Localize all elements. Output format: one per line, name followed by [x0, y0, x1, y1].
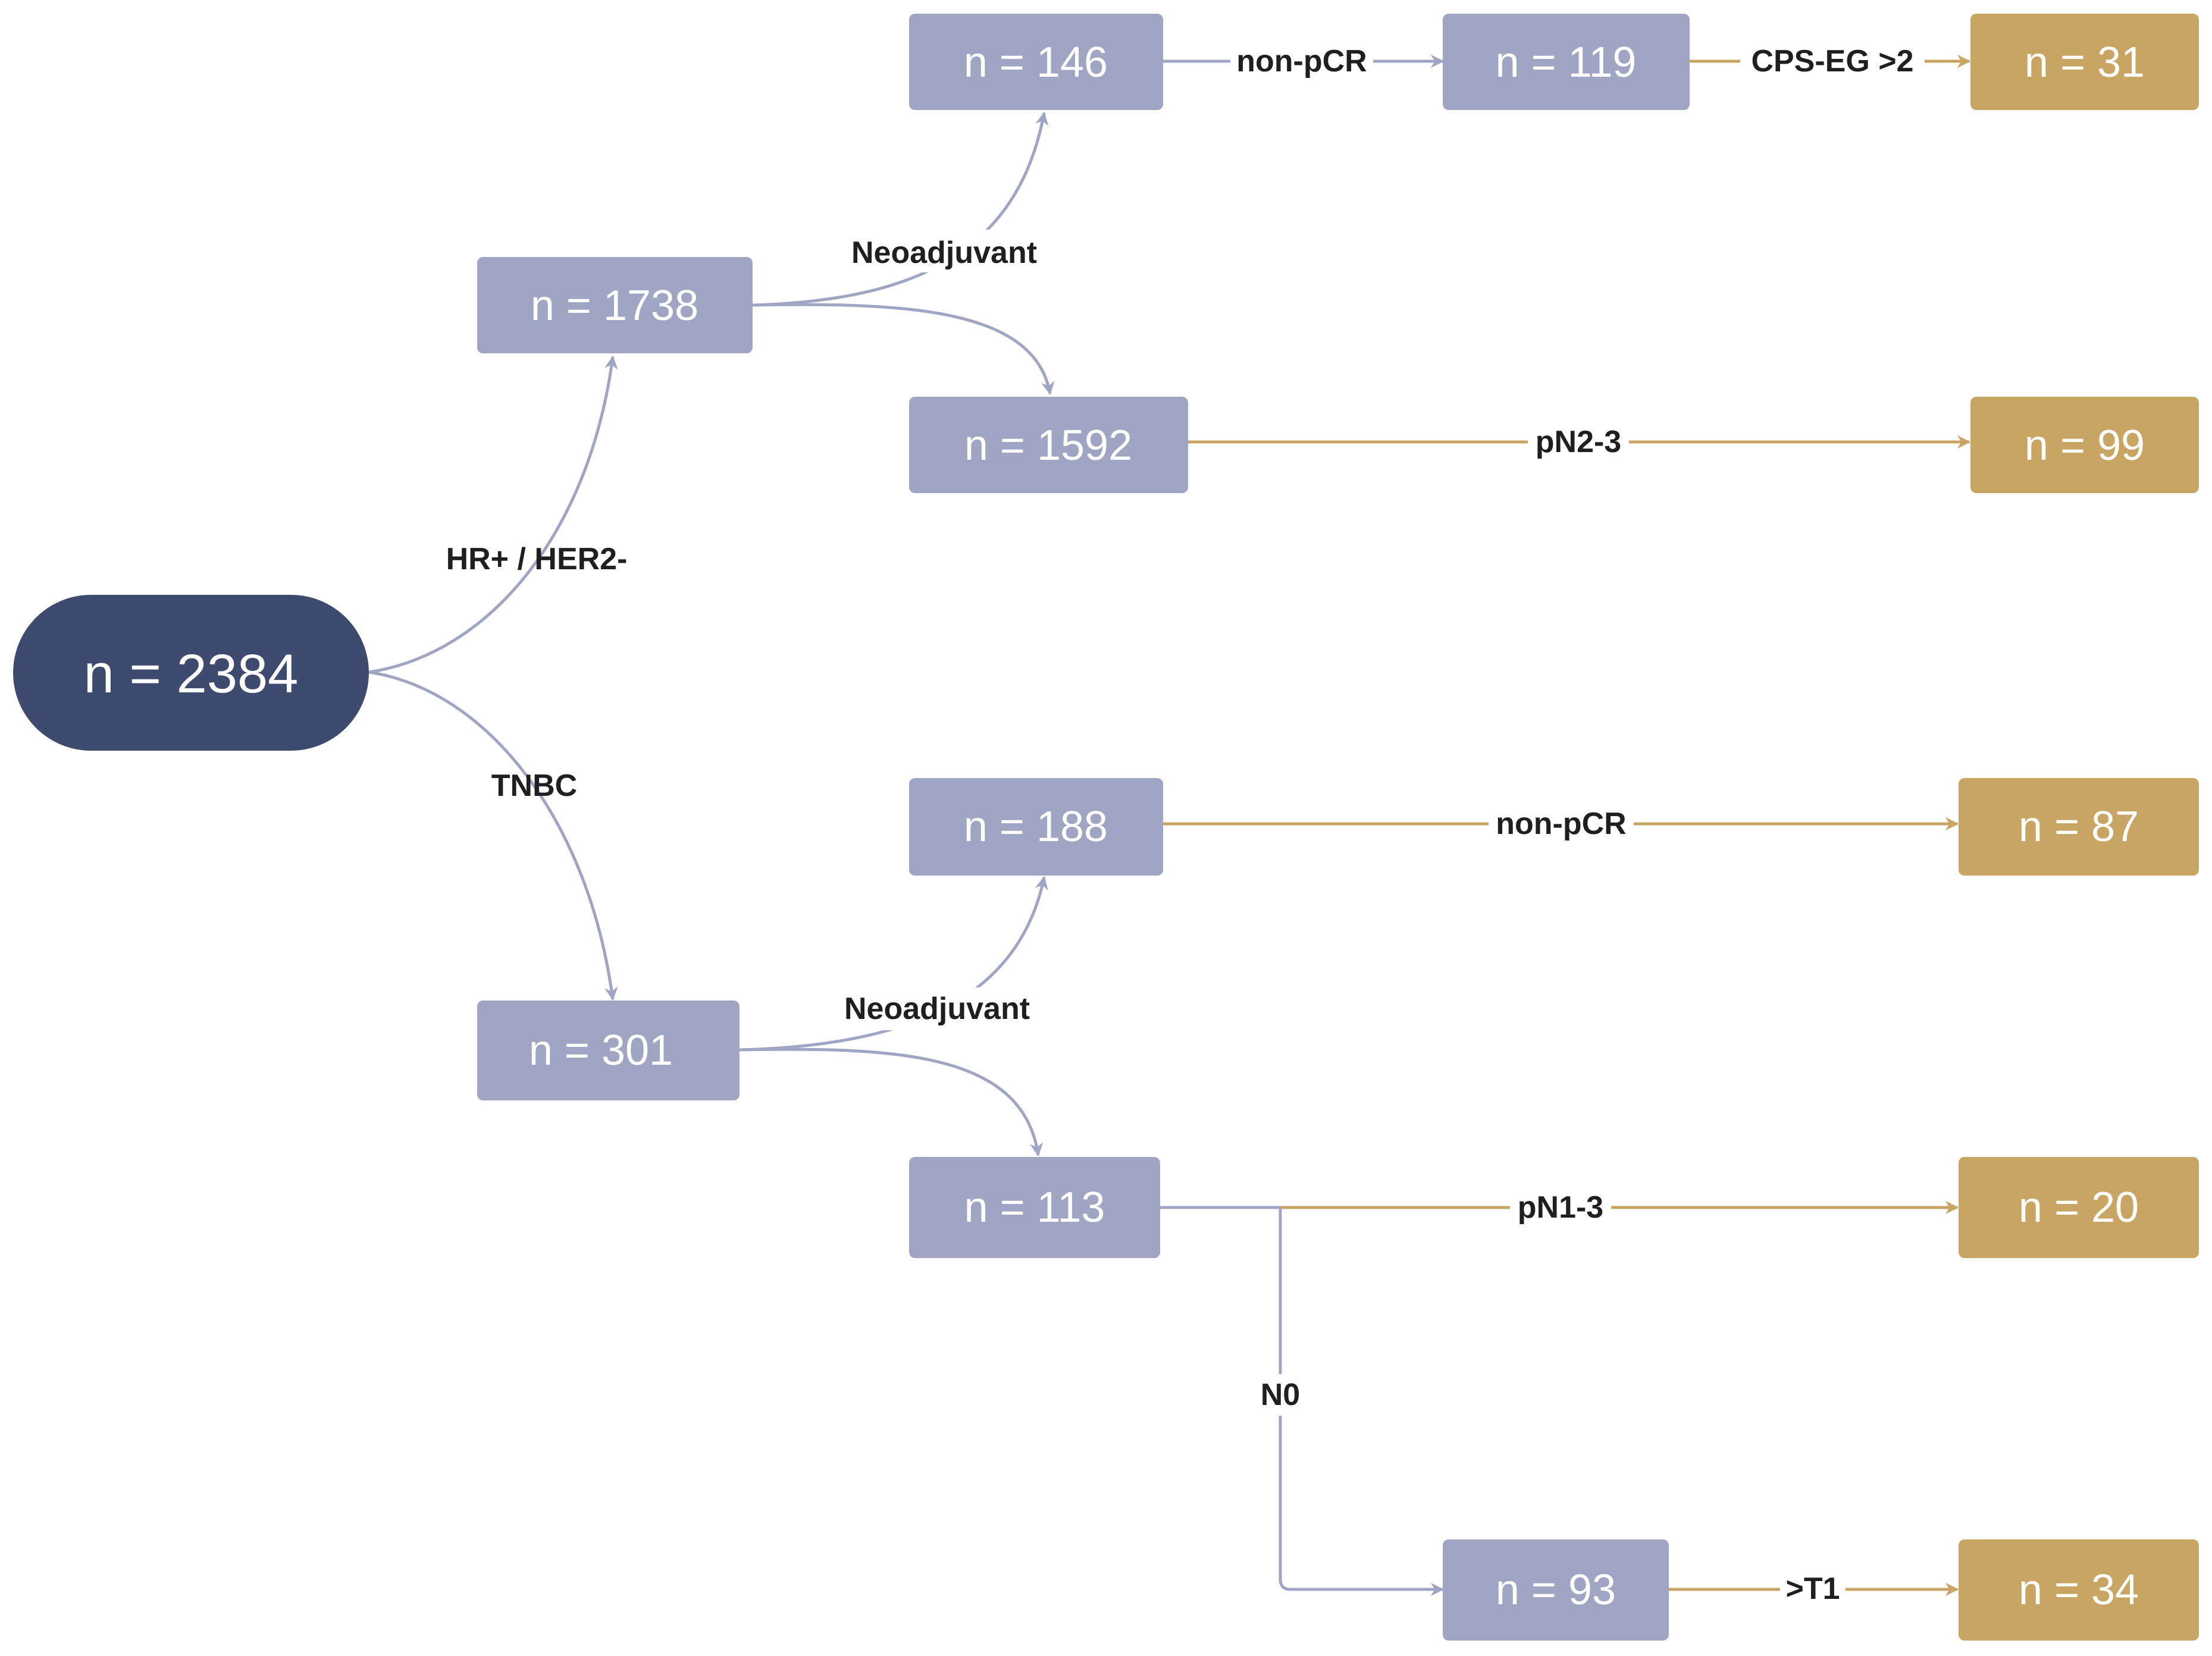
node-tnbc-nonpcr-label: n = 87 [2019, 803, 2139, 851]
node-hr-neo [909, 14, 1163, 110]
node-hr-nonpcr-label: n = 119 [1496, 39, 1637, 86]
label-bg-pn23 [1528, 422, 1629, 462]
label-bg-t1 [1780, 1570, 1846, 1610]
node-tnbc-pn13-label: n = 20 [2019, 1184, 2139, 1231]
node-tnbc-t1-label: n = 34 [2019, 1566, 2139, 1614]
node-tnbc-n0 [1443, 1539, 1669, 1641]
node-tnbc-nonpcr [1959, 778, 2199, 876]
label-neoadjuvant-bottom: Neoadjuvant [844, 992, 1030, 1026]
nodes: n = 2384 n = 1738 n = 301 n = 146 n = 11… [13, 14, 2199, 1641]
edge-labels: HR+ / HER2- TNBC Neoadjuvant Neoadjuvant… [446, 42, 1925, 1610]
label-bg-neo-top [836, 230, 1053, 272]
connector-hr-to-adj [752, 303, 1055, 396]
connector-root-to-tnbc [368, 670, 618, 1001]
node-hr-adj [909, 397, 1188, 493]
node-hr-cps-label: n = 31 [2025, 39, 2145, 86]
node-tnbc-label: n = 301 [529, 1027, 673, 1074]
node-hr-pn23 [1970, 397, 2199, 493]
node-hr-label: n = 1738 [531, 282, 698, 330]
node-tnbc-neo-label: n = 188 [964, 803, 1108, 851]
node-hr [477, 257, 753, 353]
label-bg-n0 [1255, 1374, 1305, 1416]
node-tnbc-adj-label: n = 113 [964, 1184, 1105, 1231]
label-non-pcr-bottom: non-pCR [1496, 807, 1626, 841]
node-tnbc-n0-label: n = 93 [1496, 1566, 1616, 1614]
node-tnbc-neo [909, 778, 1163, 876]
node-hr-adj-label: n = 1592 [964, 422, 1132, 469]
label-bg-nonpcr-bottom [1489, 804, 1634, 843]
node-tnbc [477, 1000, 740, 1100]
node-hr-nonpcr [1443, 14, 1690, 110]
connector-root-to-hr [368, 355, 618, 674]
connector-tnbc-adj-to-n0 [1279, 1208, 1445, 1597]
label-t1: >T1 [1785, 1572, 1840, 1606]
node-root-label: n = 2384 [84, 644, 299, 704]
connector-hr-to-neo [752, 111, 1049, 307]
label-bg-cps [1740, 42, 1925, 81]
node-hr-pn23-label: n = 99 [2025, 422, 2145, 469]
node-root [13, 595, 369, 751]
label-bg-pn13 [1510, 1188, 1611, 1227]
node-hr-neo-label: n = 146 [964, 39, 1108, 86]
label-non-pcr-top: non-pCR [1236, 44, 1367, 79]
connector-tnbc-to-adj [739, 1047, 1044, 1157]
label-bg-nonpcr-top [1230, 42, 1373, 81]
label-neoadjuvant-top: Neoadjuvant [851, 236, 1037, 270]
label-hr-her2: HR+ / HER2- [446, 542, 628, 576]
label-bg-neo-bottom [830, 987, 1047, 1030]
node-tnbc-t1 [1959, 1539, 2199, 1641]
node-hr-cps [1970, 14, 2199, 110]
node-tnbc-adj [909, 1157, 1160, 1258]
node-tnbc-pn13 [1959, 1157, 2199, 1258]
label-n0: N0 [1261, 1378, 1300, 1412]
label-pn23: pN2-3 [1536, 425, 1621, 459]
label-cps-eg: CPS-EG >2 [1751, 44, 1913, 79]
label-pn13: pN1-3 [1518, 1190, 1603, 1225]
label-tnbc: TNBC [491, 769, 577, 803]
